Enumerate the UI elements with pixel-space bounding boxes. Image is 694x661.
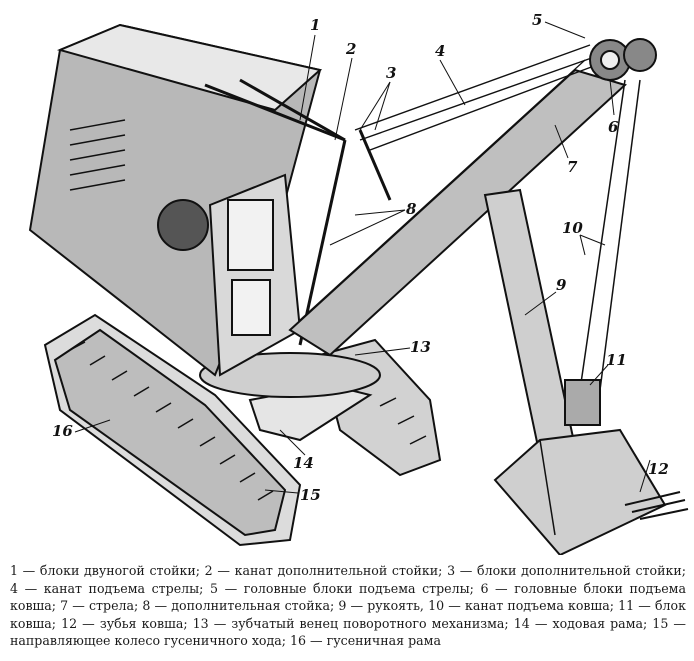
- caption-text: 1 — блоки двуногой стойки; 2 — канат доп…: [10, 563, 686, 648]
- head-sheaves: [589, 38, 657, 81]
- label-1: 1: [310, 16, 320, 34]
- excavator-diagram: 1 2 3 4 5 6 7 8 9 10 11 12 13 14 15 16: [28, 11, 689, 555]
- label-3: 3: [386, 64, 396, 82]
- label-2: 2: [345, 40, 356, 58]
- label-8: 8: [406, 200, 417, 218]
- bucket: [493, 428, 689, 555]
- label-13: 13: [410, 338, 431, 356]
- label-16: 16: [52, 422, 73, 440]
- bucket-hoist-rope: [579, 79, 641, 391]
- label-15: 15: [300, 486, 321, 504]
- cab-house: [28, 23, 323, 377]
- slewing-ring: [199, 352, 381, 398]
- label-12: 12: [648, 460, 669, 478]
- label-10: 10: [562, 219, 583, 237]
- bucket-sheave-block: [564, 379, 601, 426]
- label-6: 6: [608, 118, 619, 136]
- label-4: 4: [435, 42, 445, 60]
- boom-hoist-ropes: [354, 44, 611, 151]
- label-14: 14: [293, 454, 314, 472]
- label-7: 7: [567, 158, 578, 176]
- label-5: 5: [532, 11, 542, 29]
- label-9: 9: [556, 276, 567, 294]
- leader-lines: [74, 21, 651, 494]
- figure-caption: 1 — блоки двуногой стойки; 2 — канат доп…: [10, 562, 686, 650]
- callout-numbers: 1 2 3 4 5 6 7 8 9 10 11 12 13 14 15 16: [52, 11, 669, 504]
- left-crawler-track: [43, 313, 302, 547]
- a-frame: [204, 78, 392, 346]
- label-11: 11: [606, 351, 627, 369]
